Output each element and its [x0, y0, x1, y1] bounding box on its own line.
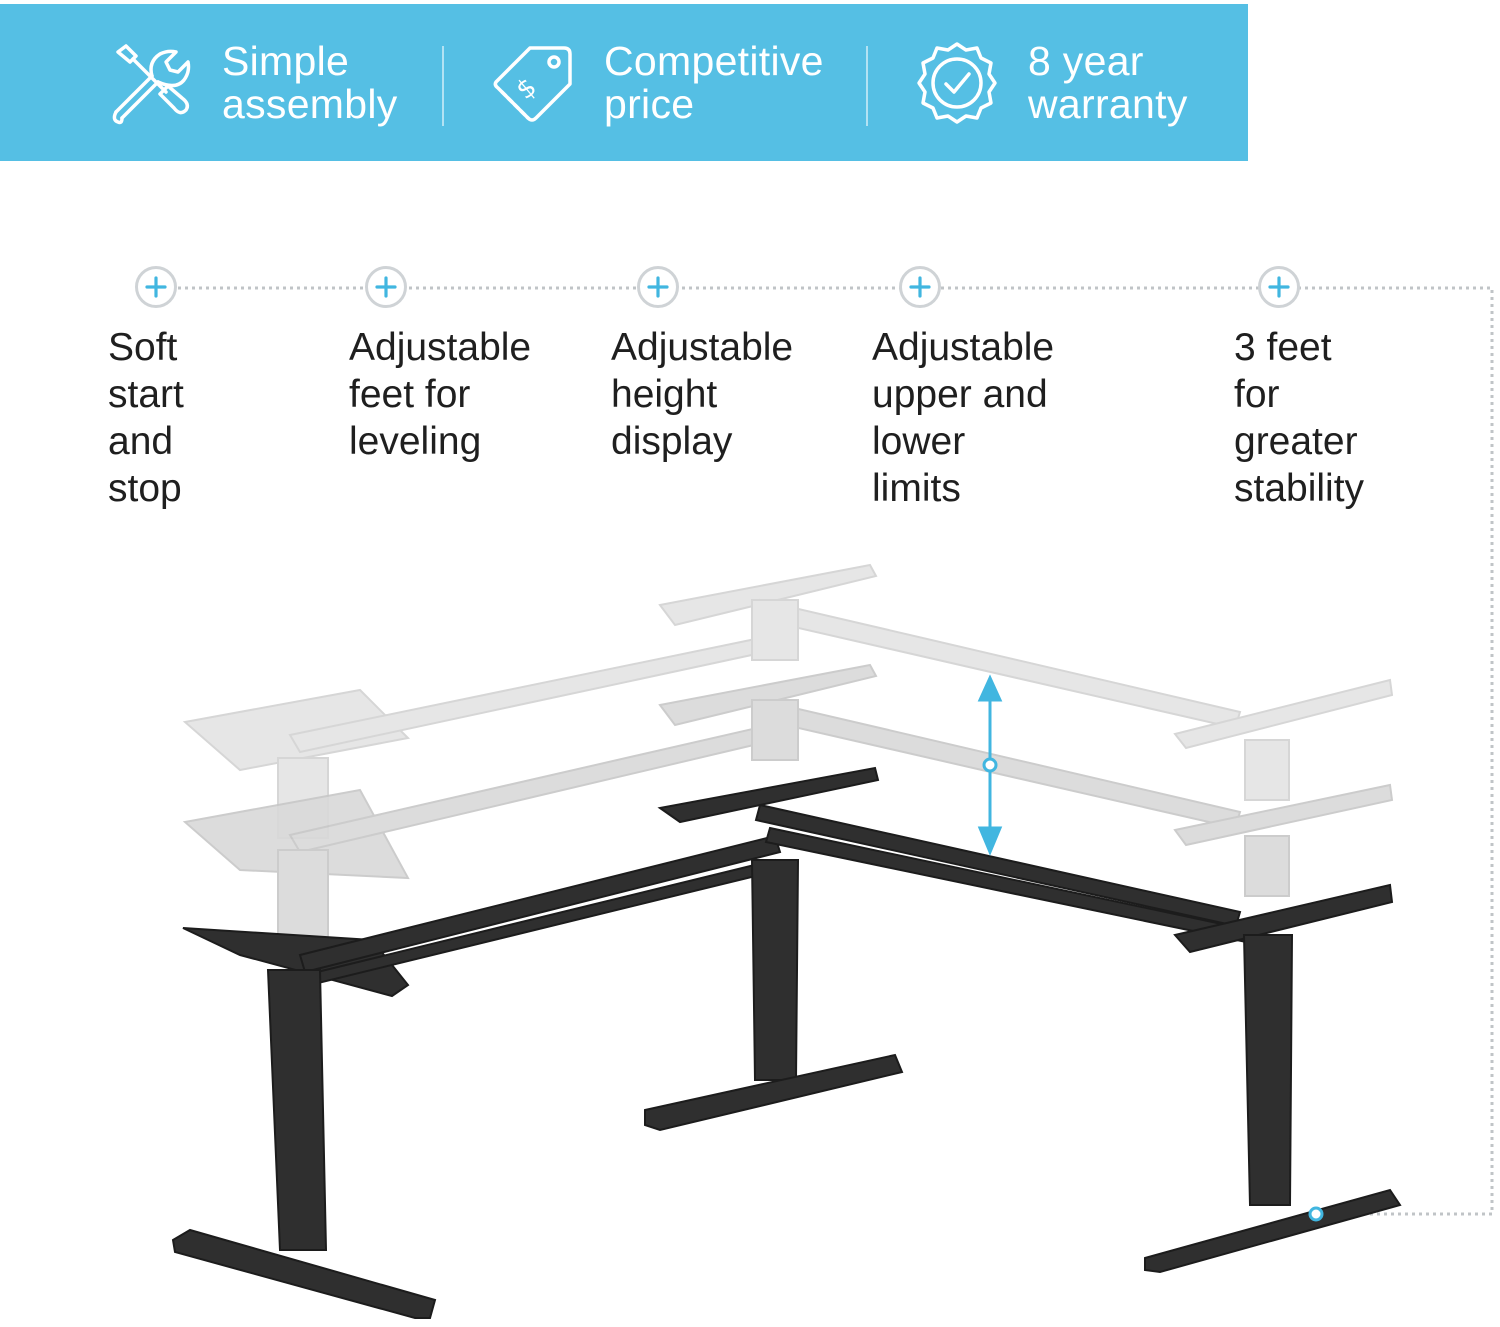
- price-tag-icon: $: [493, 45, 572, 122]
- ghost-frame-upper: [182, 563, 1394, 839]
- warranty-badge-icon: [917, 41, 997, 124]
- tools-icon: [112, 43, 191, 124]
- foot-marker-icon: [1308, 1206, 1324, 1222]
- benefit-competitive-price: $ Competitive price: [490, 4, 824, 161]
- banner-divider: [866, 46, 868, 126]
- desk-frame: [171, 766, 1402, 1319]
- benefit-text: Competitive price: [604, 37, 824, 127]
- banner-divider: [442, 46, 444, 126]
- benefit-text: Simple assembly: [222, 37, 398, 127]
- benefit-simple-assembly: Simple assembly: [108, 4, 398, 161]
- benefits-banner: Simple assembly $ Competitive price 8 ye…: [0, 4, 1248, 161]
- benefit-text: 8 year warranty: [1028, 37, 1188, 127]
- ghost-frame-middle: [182, 663, 1394, 941]
- height-arrow-icon: [977, 674, 1003, 856]
- benefit-8-year-warranty: 8 year warranty: [914, 4, 1188, 161]
- dotted-connector: [178, 286, 1494, 1216]
